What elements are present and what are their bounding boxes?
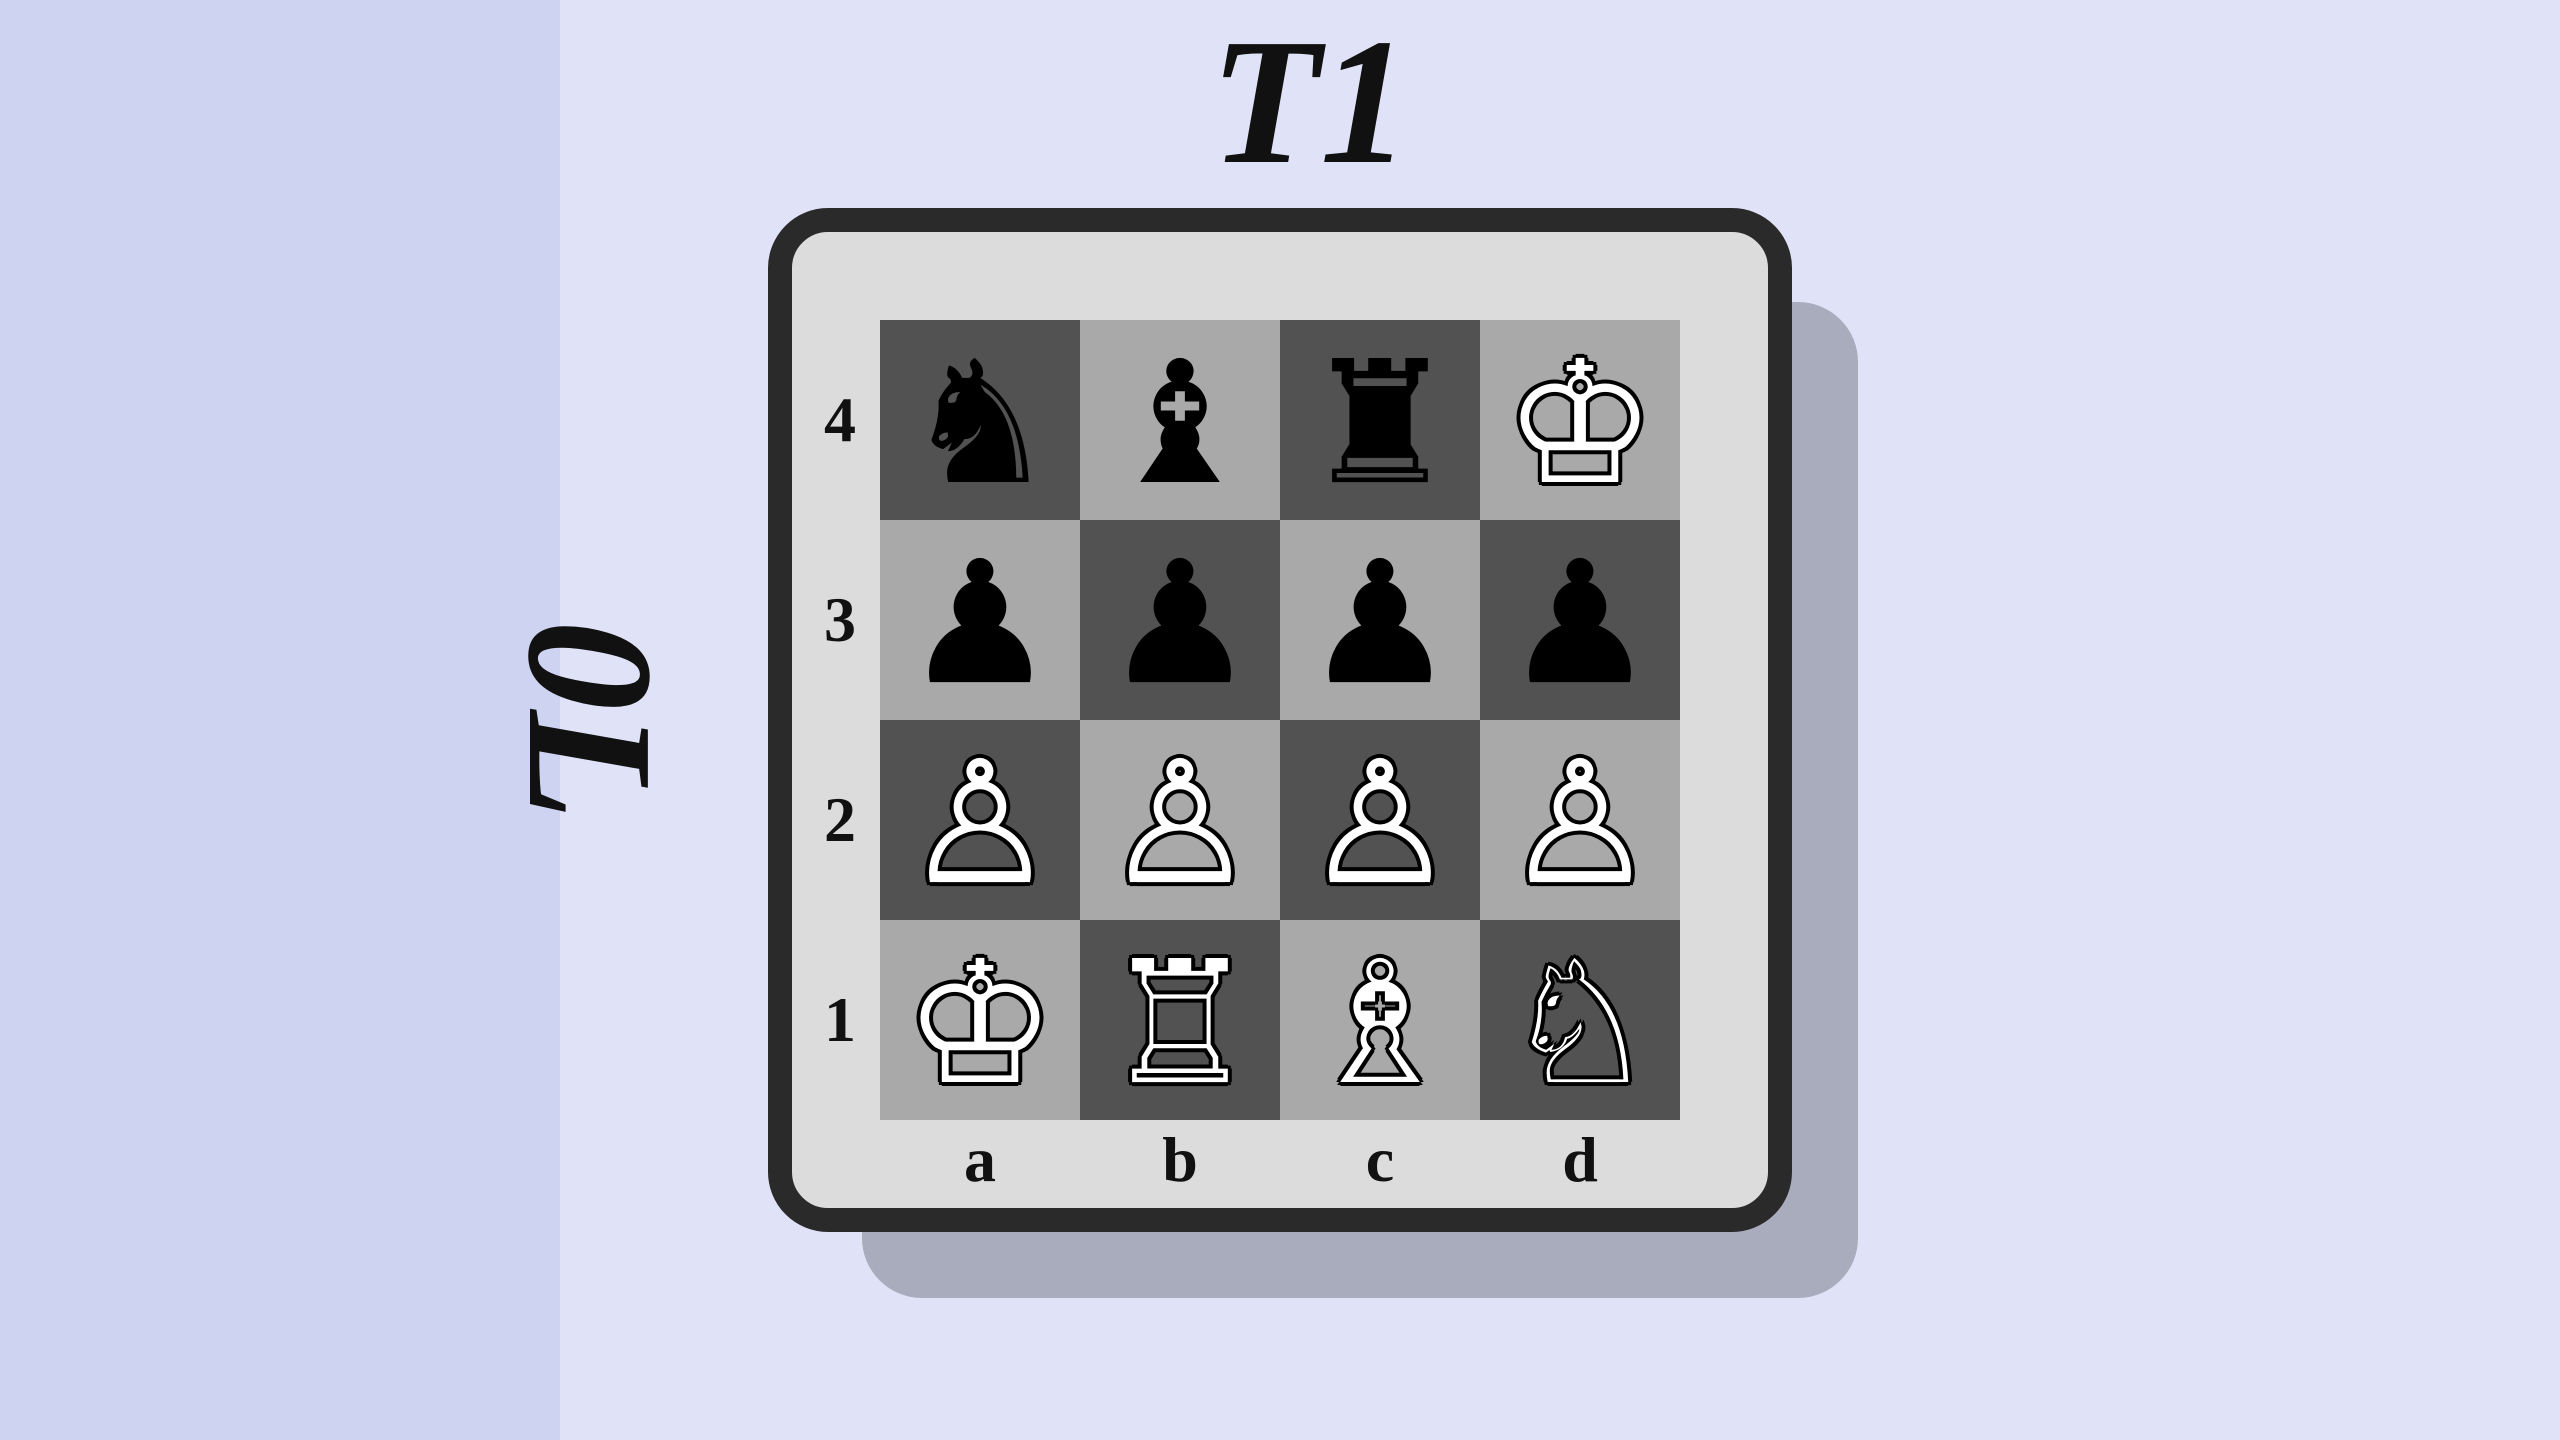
- white-pawn-icon[interactable]: ♙: [1303, 725, 1457, 923]
- white-pawn-icon[interactable]: ♙: [1103, 725, 1257, 923]
- square-d2[interactable]: ♙: [1480, 720, 1680, 920]
- square-c1[interactable]: ♗: [1280, 920, 1480, 1120]
- square-b2[interactable]: ♙: [1080, 720, 1280, 920]
- file-label-d: d: [1562, 1124, 1598, 1195]
- square-d3[interactable]: ♟: [1480, 520, 1680, 720]
- square-a2[interactable]: ♙: [880, 720, 1080, 920]
- square-a3[interactable]: ♟: [880, 520, 1080, 720]
- white-king-icon[interactable]: ♔: [903, 925, 1057, 1123]
- rank-label-4: 4: [824, 384, 856, 455]
- square-d4[interactable]: ♔: [1480, 320, 1680, 520]
- black-knight-icon[interactable]: ♞: [903, 325, 1057, 523]
- file-label-a: a: [964, 1124, 996, 1195]
- black-pawn-icon[interactable]: ♟: [1503, 525, 1657, 723]
- square-b1[interactable]: ♖: [1080, 920, 1280, 1120]
- sidebar-panel: [0, 0, 560, 1440]
- white-king-icon[interactable]: ♔: [1503, 325, 1657, 523]
- side-player-label: 0L: [491, 620, 690, 820]
- square-c4[interactable]: ♜: [1280, 320, 1480, 520]
- black-pawn-icon[interactable]: ♟: [1303, 525, 1457, 723]
- square-a1[interactable]: ♔: [880, 920, 1080, 1120]
- top-player-label: T1: [1210, 2, 1410, 201]
- rank-label-2: 2: [824, 784, 856, 855]
- rank-label-3: 3: [824, 584, 856, 655]
- chess-board: ♞♝♜♔♟♟♟♟♙♙♙♙♔♖♗♘: [880, 320, 1680, 1120]
- black-bishop-icon[interactable]: ♝: [1103, 325, 1257, 523]
- black-pawn-icon[interactable]: ♟: [1103, 525, 1257, 723]
- black-pawn-icon[interactable]: ♟: [903, 525, 1057, 723]
- square-a4[interactable]: ♞: [880, 320, 1080, 520]
- white-knight-icon[interactable]: ♘: [1503, 925, 1657, 1123]
- white-pawn-icon[interactable]: ♙: [1503, 725, 1657, 923]
- file-label-b: b: [1162, 1124, 1198, 1195]
- square-c2[interactable]: ♙: [1280, 720, 1480, 920]
- rank-label-1: 1: [824, 984, 856, 1055]
- white-rook-icon[interactable]: ♖: [1103, 925, 1257, 1123]
- square-c3[interactable]: ♟: [1280, 520, 1480, 720]
- white-bishop-icon[interactable]: ♗: [1303, 925, 1457, 1123]
- square-b4[interactable]: ♝: [1080, 320, 1280, 520]
- square-d1[interactable]: ♘: [1480, 920, 1680, 1120]
- black-rook-icon[interactable]: ♜: [1303, 325, 1457, 523]
- white-pawn-icon[interactable]: ♙: [903, 725, 1057, 923]
- square-b3[interactable]: ♟: [1080, 520, 1280, 720]
- file-label-c: c: [1365, 1124, 1395, 1195]
